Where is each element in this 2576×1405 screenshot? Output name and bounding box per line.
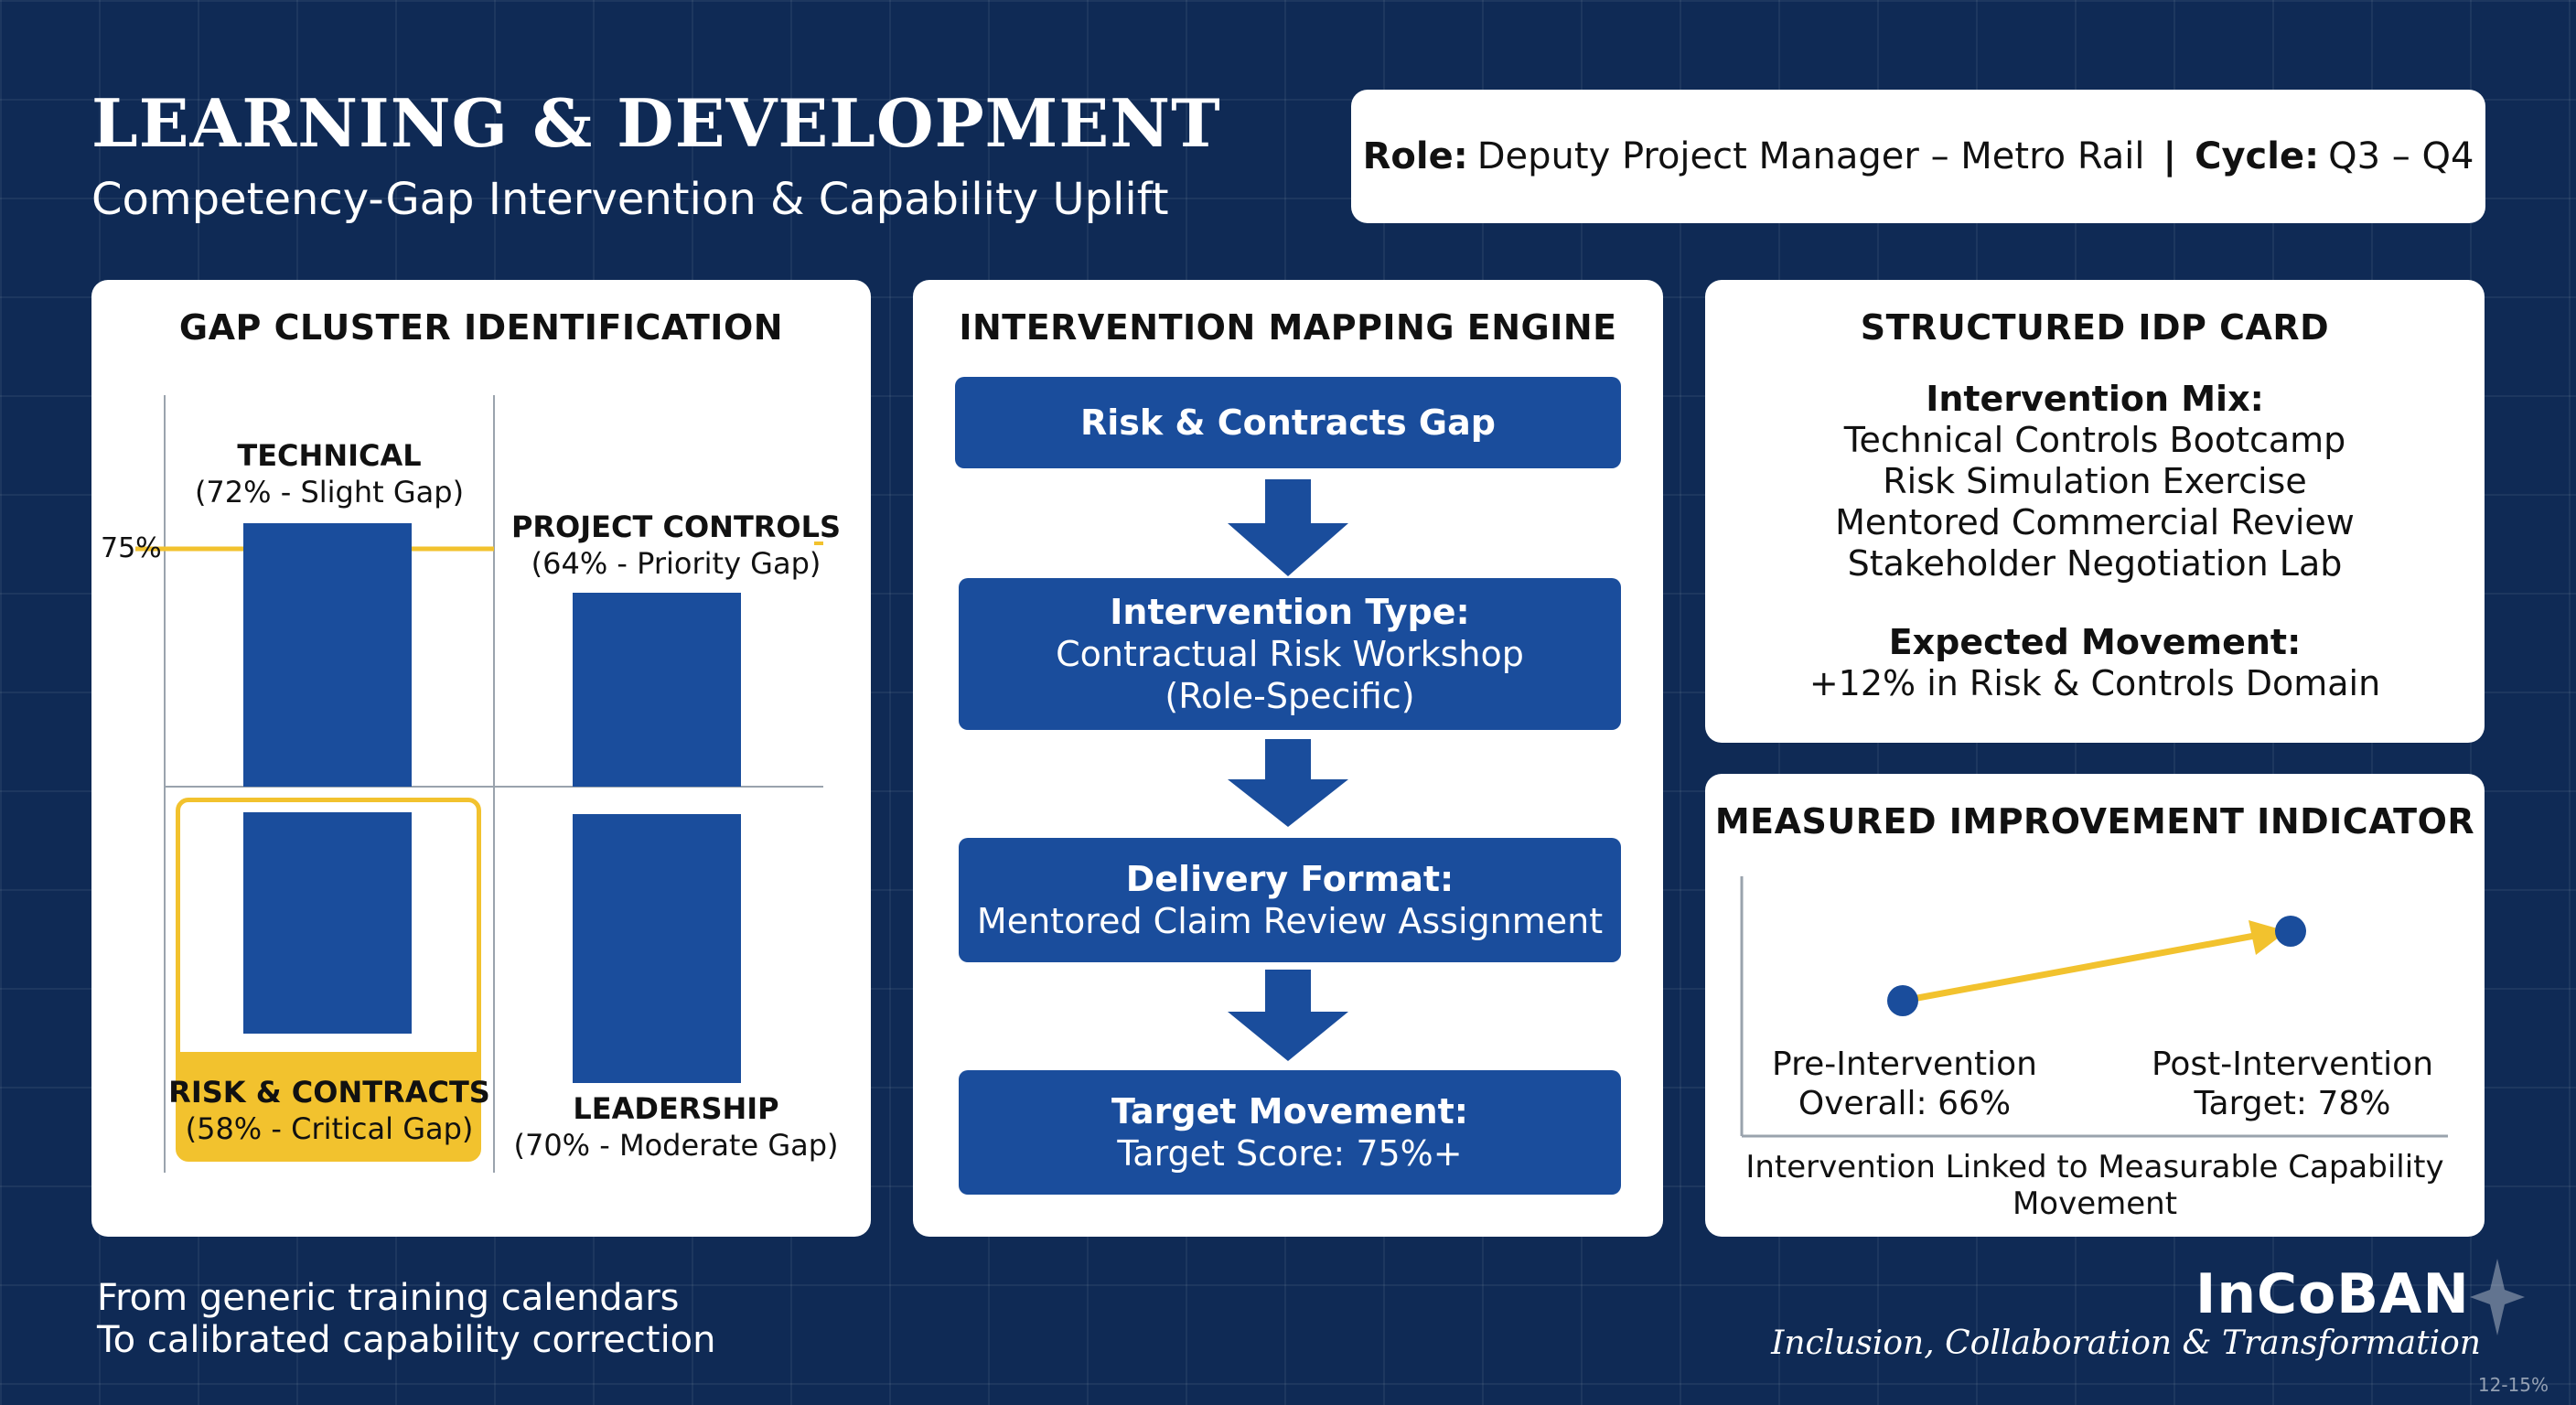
- risk-contracts-highlight: [176, 798, 481, 1162]
- post-intervention-dot: [2275, 916, 2306, 947]
- leadership-bar: [573, 814, 741, 1083]
- leadership-detail: (70% - Moderate Gap): [513, 1128, 839, 1163]
- risk-contracts-name: RISK & CONTRACTS: [168, 1075, 490, 1110]
- gap-cluster-panel: GAP CLUSTER IDENTIFICATION 75% TECHNICAL…: [91, 280, 871, 1237]
- intervention-type-head: Intervention Type:: [1110, 592, 1470, 632]
- caption-line2: Movement: [2012, 1185, 2178, 1222]
- improvement-arrow-line: [1902, 931, 2260, 1004]
- flow-arrow-2: [1228, 739, 1348, 827]
- role-cycle-banner: Role: Deputy Project Manager – Metro Rai…: [1351, 90, 2485, 223]
- risk-contracts-label-fill: [179, 1052, 478, 1158]
- risk-contracts-bar: [243, 812, 412, 1034]
- improvement-caption: Intervention Linked to Measurable Capabi…: [1705, 1149, 2485, 1222]
- post-label: Post-Intervention: [2151, 1046, 2434, 1083]
- technical-bar: [243, 523, 412, 787]
- page-subtitle: Competency-Gap Intervention & Capability…: [91, 174, 1169, 225]
- flow-step-gap: Risk & Contracts Gap: [955, 377, 1621, 468]
- idp-expected-movement: Expected Movement: +12% in Risk & Contro…: [1705, 622, 2485, 704]
- flow-arrow-3: [1228, 970, 1348, 1061]
- pre-intervention-dot: [1887, 985, 1918, 1016]
- mix-item: Risk Simulation Exercise: [1883, 461, 2307, 501]
- improvement-chart: [1740, 876, 2448, 1138]
- improvement-title: MEASURED IMPROVEMENT INDICATOR: [1714, 801, 2475, 842]
- target-movement-head: Target Movement:: [1111, 1091, 1469, 1132]
- target-movement-line1: Target Score: 75%+: [1117, 1133, 1463, 1174]
- project-controls-detail: (64% - Priority Gap): [531, 546, 821, 581]
- project-controls-label: PROJECT CONTROLS (64% - Priority Gap): [498, 509, 854, 582]
- expected-movement-head: Expected Movement:: [1888, 622, 2302, 662]
- role-value: Deputy Project Manager – Metro Rail: [1476, 135, 2145, 177]
- mix-item: Mentored Commercial Review: [1835, 502, 2355, 542]
- intervention-type-line1: Contractual Risk Workshop: [1056, 634, 1524, 674]
- risk-contracts-label: RISK & CONTRACTS (58% - Critical Gap): [165, 1074, 494, 1147]
- target-75-label: 75%: [101, 532, 162, 564]
- flow-step-target-movement: Target Movement: Target Score: 75%+: [959, 1070, 1621, 1195]
- post-value: Target: 78%: [2194, 1085, 2391, 1122]
- idp-card-title: STRUCTURED IDP CARD: [1860, 307, 2330, 348]
- leadership-label: LEADERSHIP (70% - Moderate Gap): [498, 1090, 854, 1164]
- footer-statement: From generic training calendars To calib…: [97, 1277, 716, 1361]
- delivery-format-head: Delivery Format:: [1125, 859, 1454, 899]
- mix-item: Technical Controls Bootcamp: [1843, 420, 2346, 460]
- gap-cluster-title: GAP CLUSTER IDENTIFICATION: [178, 307, 784, 348]
- brand-tagline: Inclusion, Collaboration & Transformatio…: [1771, 1325, 2481, 1362]
- technical-name: TECHNICAL: [237, 438, 422, 473]
- sparkle-icon: [2470, 1259, 2525, 1335]
- pre-label: Pre-Intervention: [1772, 1046, 2037, 1083]
- brand-logo: InCoBAN: [2195, 1262, 2470, 1326]
- mix-item: Stakeholder Negotiation Lab: [1847, 543, 2343, 584]
- banner-separator: |: [2163, 135, 2177, 177]
- project-controls-bar: [573, 593, 741, 787]
- cycle-value: Q3 – Q4: [2328, 135, 2474, 177]
- page-title: LEARNING & DEVELOPMENT: [91, 84, 1221, 162]
- flow-step-gap-head: Risk & Contracts Gap: [1080, 402, 1496, 443]
- delivery-format-line1: Mentored Claim Review Assignment: [976, 901, 1604, 941]
- project-controls-name: PROJECT CONTROLS: [510, 509, 842, 544]
- intervention-type-line2: (Role-Specific): [1165, 676, 1415, 716]
- technical-label: TECHNICAL (72% - Slight Gap): [165, 437, 494, 510]
- idp-card-panel: STRUCTURED IDP CARD Intervention Mix: Te…: [1705, 280, 2485, 743]
- intervention-mapping-panel: INTERVENTION MAPPING ENGINE Risk & Contr…: [913, 280, 1663, 1237]
- corner-note: 12-15%: [2477, 1374, 2549, 1396]
- technical-detail: (72% - Slight Gap): [194, 475, 465, 509]
- intervention-mix-head: Intervention Mix:: [1926, 379, 2264, 419]
- flow-step-intervention-type: Intervention Type: Contractual Risk Work…: [959, 578, 1621, 730]
- expected-movement-value: +12% in Risk & Controls Domain: [1809, 663, 2381, 703]
- cycle-label: Cycle:: [2195, 135, 2320, 177]
- post-intervention-label: Post-Intervention Target: 78%: [2128, 1045, 2457, 1123]
- footer-line2: To calibrated capability correction: [97, 1319, 716, 1361]
- flow-step-delivery-format: Delivery Format: Mentored Claim Review A…: [959, 838, 1621, 962]
- footer-line1: From generic training calendars: [97, 1277, 680, 1319]
- pre-intervention-label: Pre-Intervention Overall: 66%: [1740, 1045, 2069, 1123]
- leadership-name: LEADERSHIP: [573, 1091, 779, 1126]
- improvement-panel: MEASURED IMPROVEMENT INDICATOR Pre-Inter…: [1705, 774, 2485, 1237]
- caption-line1: Intervention Linked to Measurable Capabi…: [1745, 1149, 2444, 1185]
- role-label: Role:: [1362, 135, 1468, 177]
- pre-value: Overall: 66%: [1798, 1085, 2012, 1122]
- risk-contracts-detail: (58% - Critical Gap): [185, 1111, 474, 1146]
- flow-arrow-1: [1228, 479, 1348, 576]
- idp-intervention-mix: Intervention Mix: Technical Controls Boo…: [1705, 379, 2485, 585]
- mapping-engine-title: INTERVENTION MAPPING ENGINE: [959, 307, 1617, 348]
